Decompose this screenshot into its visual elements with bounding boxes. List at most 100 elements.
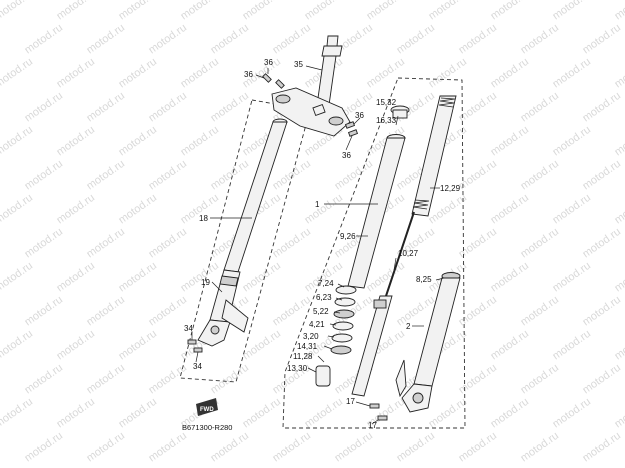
callout-5-22: 5,22 [313,307,329,316]
watermark-text: motod.ru [54,124,96,159]
fwd-label: FWD [200,407,214,413]
watermark-text: motod.ru [0,396,35,431]
watermark-text: motod.ru [518,22,560,57]
callout-9-26: 9,26 [340,232,356,241]
watermark-text: motod.ru [208,430,250,465]
watermark-text: motod.ru [580,294,622,329]
watermark-text: motod.ru [178,124,220,159]
watermark-text: motod.ru [364,260,406,295]
callout-11-28: 11,28 [293,352,313,361]
watermark-text: motod.ru [240,396,282,431]
watermark-text: motod.ru [208,90,250,125]
watermark-text: motod.ru [0,260,35,295]
watermark-text: motod.ru [580,90,622,125]
watermark-text: motod.ru [22,294,64,329]
damper-rod[interactable] [351,211,415,397]
watermark-text: motod.ru [84,22,126,57]
watermark-text: motod.ru [518,226,560,261]
watermark-text: motod.ru [270,430,312,465]
callout-36: 36 [342,151,351,160]
watermark-text: motod.ru [488,260,530,295]
fork-spring[interactable] [411,95,457,217]
right-fork-tube[interactable] [347,134,406,289]
watermark-text: motod.ru [0,192,35,227]
callout-6-23: 6,23 [316,293,332,302]
watermark-text: motod.ru [270,294,312,329]
watermark-text: motod.ru [580,362,622,397]
watermark-text: motod.ru [488,328,530,363]
watermark-text: motod.ru [116,260,158,295]
watermark-text: motod.ru [0,56,35,91]
watermark-text: motod.ru [518,90,560,125]
watermark-text: motod.ru [116,396,158,431]
watermark-text: motod.ru [84,362,126,397]
watermark-text: motod.ru [146,90,188,125]
callout-17: 17 [368,421,377,430]
watermark-text: motod.ru [208,22,250,57]
callout-15-32: 15,32 [376,98,397,107]
watermark-text: motod.ru [240,0,282,22]
watermark-text: motod.ru [22,226,64,261]
callout-10-27: 10,27 [398,249,419,258]
watermark-text: motod.ru [426,56,468,91]
callout-3-20: 3,20 [303,332,319,341]
watermark-text: motod.ru [116,0,158,22]
watermark-text: motod.ru [612,396,625,431]
watermark-text: motod.ru [146,430,188,465]
watermark-text: motod.ru [146,294,188,329]
watermark-text: motod.ru [580,158,622,193]
watermark-text: motod.ru [612,124,625,159]
watermark-text: motod.ru [116,192,158,227]
callout-1: 1 [315,200,320,209]
watermark-text: motod.ru [84,226,126,261]
left-outer-tube[interactable] [197,269,249,347]
callout-13-30: 13,30 [287,364,308,373]
watermark-text: motod.ru [518,430,560,465]
watermark-text: motod.ru [54,396,96,431]
watermark-text: motod.ru [208,362,250,397]
watermark-text: motod.ru [612,328,625,363]
watermark-text: motod.ru [178,56,220,91]
watermark-text: motod.ru [84,294,126,329]
watermark-text: motod.ru [178,0,220,22]
watermark-text: motod.ru [84,90,126,125]
watermark-text: motod.ru [456,22,498,57]
callout-14-31: 14,31 [297,342,318,351]
watermark-text: motod.ru [550,56,592,91]
diagram-code: B671300-R280 [182,423,232,432]
watermark-text: motod.ru [116,56,158,91]
under-bracket[interactable] [271,87,351,137]
callout-17: 17 [346,397,355,406]
callout-12-29: 12,29 [440,184,461,193]
watermark-text: motod.ru [54,192,96,227]
watermark-text: motod.ru [518,158,560,193]
callout-16-33: 16,33 [376,116,397,125]
fwd-arrow-icon: FWD [196,398,218,416]
watermark-text: motod.ru [488,396,530,431]
watermark-text: motod.ru [550,328,592,363]
watermark-text: motod.ru [456,362,498,397]
callout-35: 35 [294,60,303,69]
watermark-text: motod.ru [426,0,468,22]
leader-lines [191,65,445,425]
oil-lock-piece[interactable] [315,365,331,387]
watermark-text: motod.ru [54,260,96,295]
bracket-bolt[interactable] [262,73,359,137]
watermark-text: motod.ru [0,0,35,22]
watermark-text: motod.ru [518,294,560,329]
bushing-stack[interactable] [330,285,357,355]
left-fork-group-outline [179,99,311,383]
right-outer-tube[interactable] [395,272,461,413]
watermark-text: motod.ru [146,158,188,193]
watermark-text: motod.ru [550,124,592,159]
watermark-text: motod.ru [116,124,158,159]
watermark-text: motod.ru [84,430,126,465]
callout-36: 36 [264,58,273,67]
watermark-text: motod.ru [22,158,64,193]
watermark-text: motod.ru [302,0,344,22]
watermark-text: motod.ru [302,396,344,431]
watermark-text: motod.ru [580,226,622,261]
callout-19: 19 [201,278,210,287]
